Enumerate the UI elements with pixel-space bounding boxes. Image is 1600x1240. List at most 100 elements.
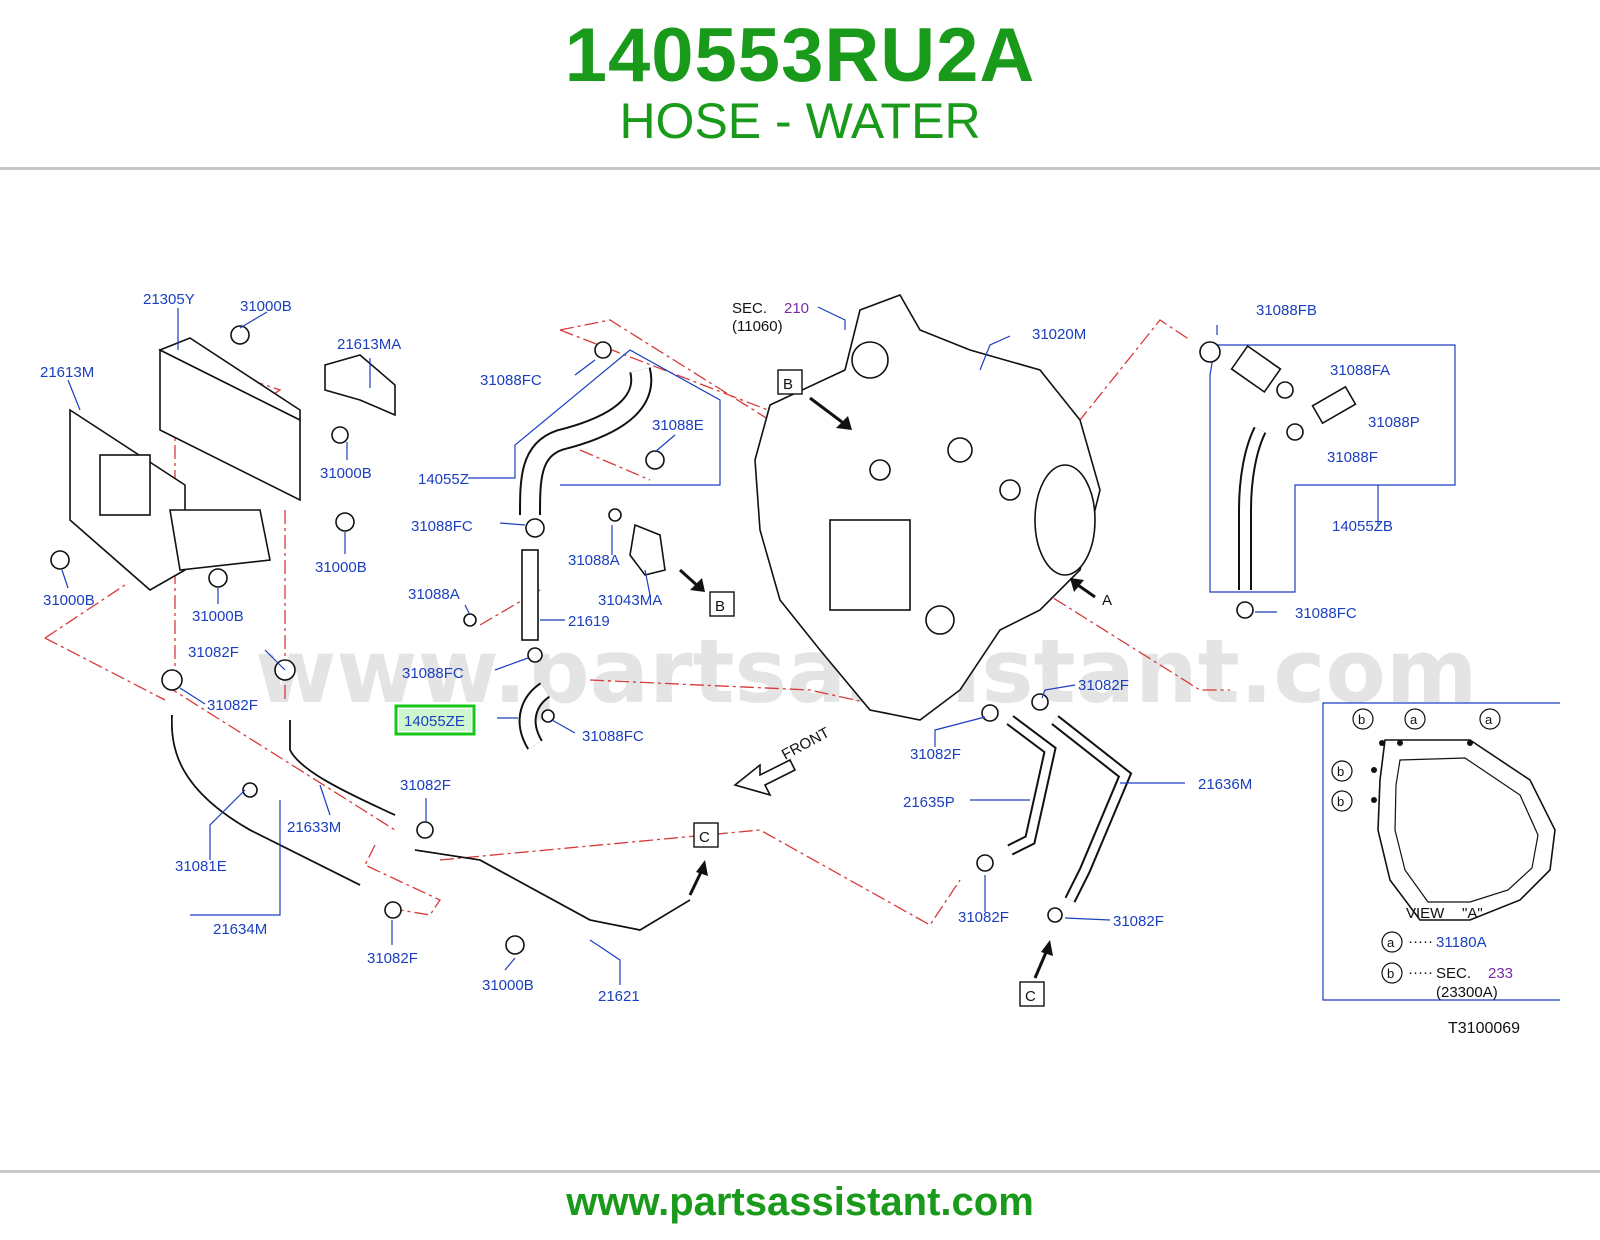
part-label-31088FC[interactable]: 31088FC [411, 518, 473, 535]
part-label-31081E[interactable]: 31081E [175, 858, 227, 875]
leader [934, 716, 986, 747]
leader [61, 569, 69, 589]
part-label-21633M[interactable]: 21633M [287, 819, 341, 836]
clamp-icon [645, 450, 665, 470]
assembly-line [439, 829, 961, 926]
ref-label-a: A [1102, 592, 1112, 609]
part-label-31180A[interactable]: 31180A [1436, 934, 1487, 951]
part-label-31082F[interactable]: 31082F [910, 746, 961, 763]
part-label-31088FC[interactable]: 31088FC [1295, 605, 1357, 622]
part-labels: 21305Y 31000B 21613MA 21613M 31000B 3100… [40, 291, 1420, 1005]
part-label-31088A[interactable]: 31088A [568, 552, 620, 569]
part-label-31088FC[interactable]: 31088FC [402, 665, 464, 682]
part-label-31082F[interactable]: 31082F [367, 950, 418, 967]
hose-14055ZB-inner [1240, 427, 1265, 590]
leader [190, 800, 281, 916]
pipe-21621-inner [414, 849, 691, 931]
view-title: VIEW [1406, 905, 1445, 922]
highlighted-part[interactable]: 14055ZE [394, 704, 476, 736]
part-label-31082F[interactable]: 31082F [1078, 677, 1129, 694]
leader [574, 359, 596, 376]
part-label-31000B[interactable]: 31000B [240, 298, 292, 315]
part-label-31088FC[interactable]: 31088FC [582, 728, 644, 745]
part-label-21621[interactable]: 21621 [598, 988, 640, 1005]
part-label-31082F[interactable]: 31082F [207, 697, 258, 714]
part-label-31088FB[interactable]: 31088FB [1256, 302, 1317, 319]
svg-text:b: b [1337, 764, 1344, 779]
nut-icon [50, 550, 70, 570]
transmission-boss [947, 437, 973, 463]
leader [499, 522, 526, 526]
part-label-21635P[interactable]: 21635P [903, 794, 955, 811]
part-label-21613MA[interactable]: 21613MA [337, 336, 401, 353]
part-label-31000B[interactable]: 31000B [320, 465, 372, 482]
leader [551, 719, 576, 734]
assembly-line [559, 319, 1230, 691]
leader [979, 335, 1011, 371]
leader [264, 649, 286, 671]
part-label-21634M[interactable]: 21634M [213, 921, 267, 938]
part-label-21619[interactable]: 21619 [568, 613, 610, 630]
transmission-port [925, 605, 955, 635]
part-label-31082F[interactable]: 31082F [188, 644, 239, 661]
clamp-icon [1286, 423, 1304, 441]
assembly-line [579, 449, 651, 481]
part-label-31088FC[interactable]: 31088FC [480, 372, 542, 389]
clamp-icon [1199, 341, 1221, 363]
leader [319, 784, 331, 816]
footer-website-link[interactable]: www.partsassistant.com [566, 1180, 1034, 1224]
part-label-31000B[interactable]: 31000B [43, 592, 95, 609]
callout-b: b [1331, 760, 1353, 782]
part-label-31088E[interactable]: 31088E [652, 417, 704, 434]
part-label-31000B[interactable]: 31000B [192, 608, 244, 625]
ref-label-c: C [1025, 988, 1036, 1005]
callout-b: b [1331, 790, 1353, 812]
arrow-icon [1033, 949, 1049, 979]
leader [1064, 917, 1111, 921]
clamp-icon [1047, 907, 1063, 923]
sec-label: SEC. [732, 300, 767, 317]
part-label-31088F[interactable]: 31088F [1327, 449, 1378, 466]
view-letter: "A" [1462, 905, 1483, 922]
part-label-14055ZB[interactable]: 14055ZB [1332, 518, 1393, 535]
transmission-assembly [754, 294, 1101, 721]
part-label-31000B[interactable]: 31000B [315, 559, 367, 576]
clip-icon [242, 782, 258, 798]
part-label-31020M[interactable]: 31020M [1032, 326, 1086, 343]
part-label-14055ZE[interactable]: 14055ZE [404, 713, 465, 730]
gasket-outline [1377, 739, 1556, 921]
part-label-14055Z[interactable]: 14055Z [418, 471, 469, 488]
bracket-plate [169, 509, 271, 571]
clamp-icon [384, 901, 402, 919]
hose-21633M-inner [289, 720, 396, 816]
legend-sec-number[interactable]: 233 [1488, 965, 1513, 982]
nut-icon [230, 325, 250, 345]
part-label-21305Y[interactable]: 21305Y [143, 291, 195, 308]
part-label-31088FA[interactable]: 31088FA [1330, 362, 1390, 379]
part-label-31088A[interactable]: 31088A [408, 586, 460, 603]
assembly-line [44, 584, 126, 639]
leader [589, 939, 621, 985]
diagram-svg: www.partsassistant.com [40, 291, 1560, 1037]
front-label: FRONT [779, 724, 833, 763]
arrow-head-icon [1070, 578, 1084, 592]
highlight-fill [399, 709, 471, 731]
part-label-21613M[interactable]: 21613M [40, 364, 94, 381]
hoses-left [161, 659, 691, 931]
transmission-cooler-plate [829, 519, 911, 611]
part-label-31082F[interactable]: 31082F [1113, 913, 1164, 930]
transmission-port [851, 341, 889, 379]
part-label-31088P[interactable]: 31088P [1368, 414, 1420, 431]
assembly-line [364, 844, 441, 916]
part-label-31043MA[interactable]: 31043MA [598, 592, 662, 609]
leader-box [468, 349, 721, 486]
part-label-21636M[interactable]: 21636M [1198, 776, 1252, 793]
part-label-31000B[interactable]: 31000B [482, 977, 534, 994]
assembly-line [164, 684, 396, 831]
part-label-31082F[interactable]: 31082F [958, 909, 1009, 926]
svg-text:a: a [1485, 712, 1493, 727]
hose-14055ZE-inner [520, 684, 550, 749]
sec-number-link[interactable]: 210 [784, 300, 809, 317]
part-label-31082F[interactable]: 31082F [400, 777, 451, 794]
svg-text:b: b [1358, 712, 1365, 727]
